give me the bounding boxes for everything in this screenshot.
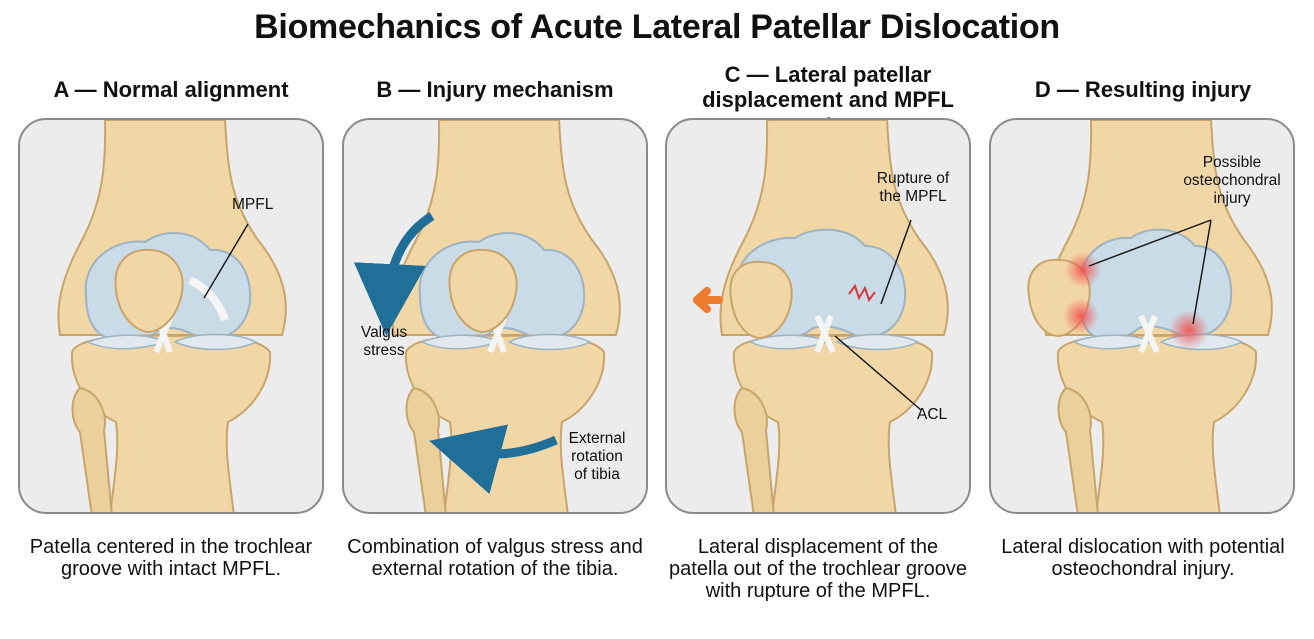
panel-b-illustration: Valgus stress External rotation of tibia — [342, 118, 648, 514]
panel-b-heading: B — Injury mechanism — [376, 77, 614, 102]
acl-label: ACL — [917, 406, 948, 423]
external-rotation-label: External rotation of tibia — [568, 430, 626, 483]
patella-shape — [448, 248, 518, 334]
patella-shape — [114, 248, 184, 334]
rupture-leader-line — [880, 219, 912, 305]
tibia-shape — [732, 334, 934, 512]
panel-a-caption: Patella centered in the trochlear groove… — [29, 536, 313, 580]
osteochondral-injury-site — [1169, 310, 1209, 350]
ligaments — [1138, 314, 1160, 354]
knee-normal-svg — [57, 120, 287, 512]
displaced-patella — [729, 260, 793, 340]
valgus-arrow — [353, 212, 435, 336]
panel-b-caption: Combination of valgus stress and externa… — [347, 536, 643, 580]
knee-injury-svg — [1027, 120, 1273, 512]
fibula-shape — [1057, 386, 1099, 512]
panel-c-caption: Lateral displacement of the patella out … — [669, 536, 967, 602]
osteochondral-injury-label: Possible osteochondral injury — [1183, 154, 1281, 207]
panel-d-heading: D — Resulting injury — [1034, 77, 1252, 102]
panel-a-heading: A — Normal alignment — [53, 77, 289, 102]
knee-mechanism-svg — [353, 120, 621, 512]
fibula-shape — [733, 386, 775, 512]
osteochondral-injury-site — [1065, 252, 1101, 288]
mpfl-rupture-mark — [848, 283, 876, 303]
figure-title: Biomechanics of Acute Lateral Patellar D… — [254, 8, 1060, 46]
knee-displacement-svg — [693, 120, 949, 512]
menisci — [86, 333, 258, 351]
osteo-leader-line — [1088, 219, 1212, 267]
valgus-stress-label: Valgus stress — [360, 324, 408, 359]
rotation-arrow — [429, 424, 558, 495]
mpfl-label: MPFL — [232, 196, 274, 213]
osteo-leader-line — [1192, 219, 1212, 325]
osteochondral-injury-site — [1063, 298, 1099, 334]
panel-c-heading: C — Lateral patellar displacement and MP… — [702, 62, 954, 137]
panel-a-illustration: MPFL — [18, 118, 324, 514]
acl-leader-line — [834, 335, 922, 411]
acl-ligament — [814, 314, 836, 354]
lateral-displacement-arrow — [693, 287, 723, 313]
mpfl-leader-line — [203, 223, 249, 299]
fibula-shape — [71, 386, 113, 512]
tibia-shape — [70, 334, 272, 512]
panel-d-illustration: Possible osteochondral injury — [989, 118, 1295, 514]
tibia-shape — [1056, 334, 1258, 512]
rupture-mpfl-label: Rupture of the MPFL — [876, 170, 950, 205]
panel-c-illustration: Rupture of the MPFL ACL — [665, 118, 971, 514]
panel-d-caption: Lateral dislocation with potential osteo… — [1001, 536, 1285, 580]
